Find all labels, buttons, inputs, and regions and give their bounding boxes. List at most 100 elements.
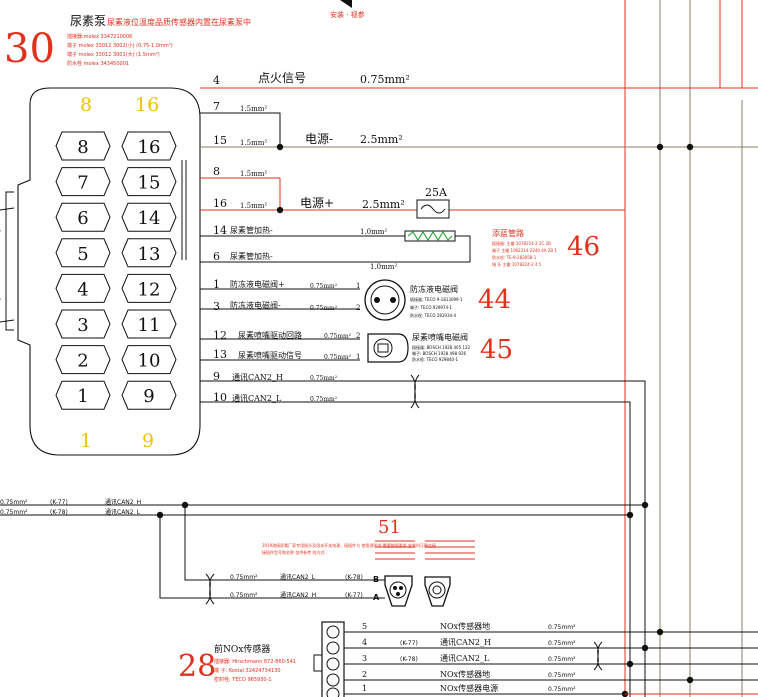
wire-can-h xyxy=(200,380,646,697)
connector-44-title: 防冻液电磁阀 xyxy=(410,284,458,294)
connector-28-spec: 密封栓: TECO 965930-1 xyxy=(214,676,272,683)
connector-30-pin-number: 8 xyxy=(77,137,88,158)
c28-name: 通讯CAN2_H xyxy=(440,637,491,647)
wire-pin-number: 12 xyxy=(213,329,227,342)
connector-30-pin-number: 1 xyxy=(77,386,88,407)
wire-heater xyxy=(455,235,471,262)
connector-51-note: 接插件型号和名称 仅供参考 的方式 xyxy=(262,549,325,555)
twisted-pair-icon xyxy=(410,374,420,409)
fuse-rating: 25A xyxy=(425,186,448,199)
wire-gauge: 1.5mm² xyxy=(240,170,267,178)
connector-44-spec: 插接器: TECO 9-1813099-1 xyxy=(410,296,463,302)
c28-gauge: 0.75mm² xyxy=(548,624,576,631)
junction-dot xyxy=(656,628,664,636)
wire-pin-number: 10 xyxy=(213,391,227,404)
junction-dot xyxy=(276,143,284,151)
c28-gauge: 0.75mm² xyxy=(548,672,576,679)
connector-30-pin-number: 3 xyxy=(77,315,88,336)
wire-c51-h xyxy=(159,515,385,599)
connector-30-pin-number: 7 xyxy=(77,173,88,194)
connector-30-pin-number: 5 xyxy=(77,244,88,265)
connector-30-cavity xyxy=(55,273,111,303)
twisted-pair-icon xyxy=(593,641,603,671)
connector-51-socket xyxy=(424,576,451,607)
connector-28-cavity xyxy=(326,673,340,687)
wire-gauge: 2.5mm² xyxy=(362,198,405,211)
connector-30-pin-number: 9 xyxy=(143,386,154,407)
c51-code: (K-77) xyxy=(345,592,363,599)
connector-30-pin-number: 15 xyxy=(138,173,161,194)
connector-30-pin-number: 4 xyxy=(77,279,88,300)
connector-30-spec: 端子 molex 33012 3001(大) (1.5mm²) xyxy=(67,51,160,58)
connector-28-latch xyxy=(313,654,323,672)
c28-gauge: 0.75mm² xyxy=(548,656,576,663)
junction-dot xyxy=(641,644,649,652)
wire-gauge: 0.75mm² xyxy=(310,305,338,312)
connector-30-cavity xyxy=(121,202,177,232)
wire-pin-number: 13 xyxy=(213,348,227,361)
c28-gauge: 0.75mm² xyxy=(548,686,576,693)
connector-30-cavity xyxy=(121,238,177,268)
bus-code: (K-77) xyxy=(50,499,68,506)
connector-51-socket xyxy=(428,581,446,599)
twist-strand xyxy=(410,374,420,409)
c51-gauge: 0.75mm² xyxy=(230,574,258,581)
connector-45-spec: 插接器: BOSCH 1928 405 122 xyxy=(412,344,470,350)
wire-gauge: 0.75mm² xyxy=(310,396,338,403)
wire-gauge: 0.75mm² xyxy=(324,333,352,340)
c28-pin: 2 xyxy=(362,670,367,679)
connector-30-latch xyxy=(0,207,15,323)
connector-30-cavity xyxy=(55,167,111,197)
connector-28-cavity xyxy=(326,625,340,639)
connector-30-cavity xyxy=(121,380,177,410)
connector-45-number: 45 xyxy=(480,335,513,365)
wire-pin-number: 16 xyxy=(213,197,227,210)
connector-45-pin: 2 xyxy=(356,332,360,340)
connector-44-pin: 1 xyxy=(356,282,360,290)
connector-44-terminal xyxy=(390,297,396,303)
pin-label-yellow: 16 xyxy=(135,94,159,116)
connector-51-spec-line xyxy=(375,558,415,560)
connector-45-spec: 防水栓: TECO 929840-1 xyxy=(412,356,459,362)
connector-46-spec: 插接器: 主瓣 1078214-2 2C 2B xyxy=(492,240,551,246)
wire-gauge: 0.75mm² xyxy=(310,375,338,382)
arrow-icon xyxy=(340,0,352,8)
c28-name: NOx传感器地 xyxy=(440,669,490,679)
connector-51-spec-line xyxy=(425,552,475,554)
connector-30-spec: 端子 molex 33012 3002(小) (0.75-1.0mm²) xyxy=(67,42,173,49)
wire-gauge: 1.5mm² xyxy=(240,139,267,147)
wire-name: 防冻液电磁阀+ xyxy=(230,279,285,289)
wire-ground xyxy=(270,112,281,147)
connector-28-spec: 端 子: Kostal 32424734130 xyxy=(214,667,281,674)
pin-label-yellow: 1 xyxy=(80,430,92,452)
connector-51-note: 2019改接尿素厂家专用插头及用本开关电源，接插件与 使用说明书 需要按照要求 … xyxy=(262,542,436,548)
wire-gauge: 0.75mm² xyxy=(310,283,338,290)
c28-name: 通讯CAN2_L xyxy=(440,653,490,663)
bus-gauge: 0.75mm² xyxy=(0,509,28,516)
wire-pin-number: 14 xyxy=(213,224,227,237)
bus-name: 通讯CAN2_H xyxy=(105,498,141,506)
connector-51-terminal xyxy=(396,592,400,596)
c51-pin: B xyxy=(373,575,379,584)
wire-name: 点火信号 xyxy=(258,71,306,85)
wire-gauge: 0.75mm² xyxy=(324,354,352,361)
connector-51-plug xyxy=(384,575,413,607)
connector-44-body xyxy=(370,285,400,315)
bus-name: 通讯CAN2_L xyxy=(105,508,141,516)
connector-28-number: 28 xyxy=(178,649,216,684)
c28-pin: 4 xyxy=(362,638,367,647)
connector-30-number: 30 xyxy=(4,26,55,72)
c51-code: (K-78) xyxy=(345,574,363,581)
c28-pin: 5 xyxy=(362,622,367,631)
connector-46-spec: 堵 头 主瓣 1078224-2 4 5 xyxy=(492,261,542,267)
junction-dot xyxy=(686,143,694,151)
connector-30-cavity xyxy=(55,131,111,161)
connector-44-body xyxy=(364,279,406,321)
connector-51-spec-line xyxy=(425,558,475,560)
junction-dot xyxy=(686,676,694,684)
connector-30-cavity xyxy=(55,202,111,232)
connector-46-spec: 端子 主瓣 1062214-2240 4A 2B 1 xyxy=(492,247,557,253)
wire-name: 尿素管加热- xyxy=(230,225,273,235)
connector-51-terminal xyxy=(399,586,403,590)
twist-strand xyxy=(205,573,215,605)
